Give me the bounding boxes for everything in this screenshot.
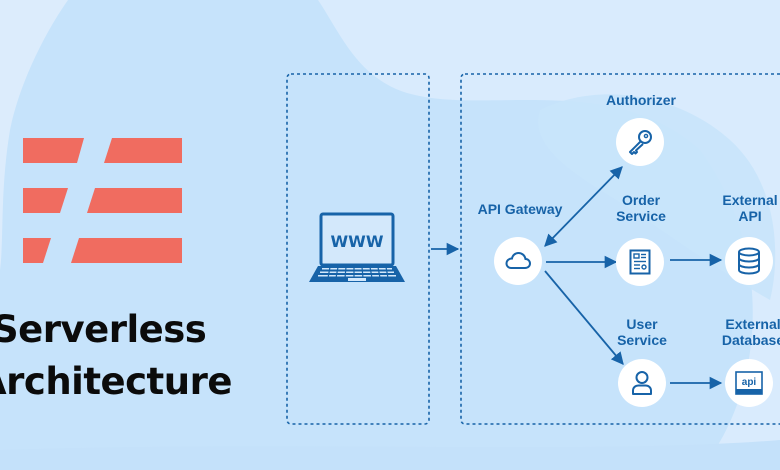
document-icon xyxy=(629,249,651,275)
node-authorizer xyxy=(616,118,664,166)
logo-bar-mid-right xyxy=(87,188,182,213)
node-external-database: api xyxy=(725,359,773,407)
label-api-gateway: API Gateway xyxy=(477,201,563,217)
arrow-gateway-to-user xyxy=(544,270,624,365)
label-user-service-line-2: Service xyxy=(617,332,667,348)
laptop-icon xyxy=(309,212,405,282)
node-user-service xyxy=(618,359,666,407)
title-line-2: Architecture xyxy=(0,360,232,403)
background-blob-bottom xyxy=(0,440,780,470)
logo-bar-mid-left xyxy=(23,188,68,213)
label-external-database-line-1: External xyxy=(725,316,780,332)
label-user-service: User Service xyxy=(601,316,683,348)
label-external-api-line-1: External xyxy=(722,192,778,208)
background-blob-left xyxy=(0,0,68,270)
label-authorizer: Authorizer xyxy=(606,92,676,108)
node-order-service xyxy=(616,238,664,286)
user-icon xyxy=(632,371,652,395)
client-container xyxy=(286,73,430,425)
node-api-gateway xyxy=(494,237,542,285)
label-external-api: External API xyxy=(710,192,780,224)
logo-bar-bottom-right xyxy=(71,238,182,263)
title-line-1: Serverless xyxy=(0,308,207,351)
api-icon: api xyxy=(735,371,763,395)
serverless-logo xyxy=(23,138,182,263)
background-blob-inner xyxy=(538,94,776,300)
label-user-service-line-1: User xyxy=(626,316,658,332)
label-external-api-line-2: API xyxy=(738,208,762,224)
database-icon xyxy=(738,247,760,275)
label-order-service-line-1: Order xyxy=(621,192,661,208)
label-order-service-line-2: Service xyxy=(616,208,666,224)
node-external-api xyxy=(725,237,773,285)
label-external-database-line-2: Database xyxy=(721,332,780,348)
label-order-service: Order Service xyxy=(600,192,682,224)
cloud-icon xyxy=(505,251,531,269)
laptop-screen-text: WWW xyxy=(331,232,384,251)
logo-bar-bottom-left xyxy=(23,238,51,263)
label-external-database: External Database xyxy=(708,316,780,348)
logo-bar-top-right xyxy=(104,138,182,163)
cloud-container xyxy=(460,73,780,425)
key-icon xyxy=(629,130,652,155)
logo-bar-top-left xyxy=(23,138,84,163)
page-title: Serverless Architecture xyxy=(0,304,232,408)
api-icon-text: api xyxy=(742,377,757,388)
arrow-gateway-authorizer xyxy=(544,166,623,247)
